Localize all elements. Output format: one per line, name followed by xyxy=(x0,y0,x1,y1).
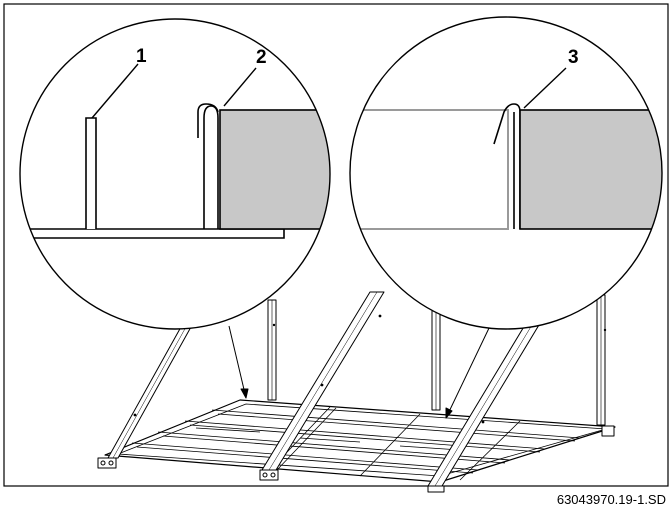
detail-circle-left xyxy=(19,18,331,330)
strut-holes xyxy=(133,314,607,424)
callout-leader-3 xyxy=(523,67,567,109)
callout-3: 3 xyxy=(568,47,579,68)
pointer-line-left xyxy=(228,325,247,399)
feet xyxy=(97,425,615,493)
callout-leader-1 xyxy=(91,63,139,119)
figure-border xyxy=(3,3,669,487)
callout-leader-2 xyxy=(223,67,257,107)
clip-profile-2 xyxy=(197,103,219,229)
collector-panel-left xyxy=(219,109,330,230)
profile-base xyxy=(29,228,285,239)
detail-circle-right xyxy=(349,16,663,330)
base-rails xyxy=(131,406,581,481)
faded-panel xyxy=(350,109,509,230)
pointer-line-right xyxy=(445,325,491,419)
figure-id: 63043970.19-1.SD xyxy=(557,492,666,507)
clip-profile-3 xyxy=(493,103,521,229)
callout-1: 1 xyxy=(136,46,147,67)
callout-2: 2 xyxy=(256,47,267,68)
profile-web-1 xyxy=(85,117,97,229)
mounting-frame-drawing xyxy=(97,291,616,493)
diagonal-struts xyxy=(107,291,555,487)
collector-panel-right xyxy=(519,109,662,230)
